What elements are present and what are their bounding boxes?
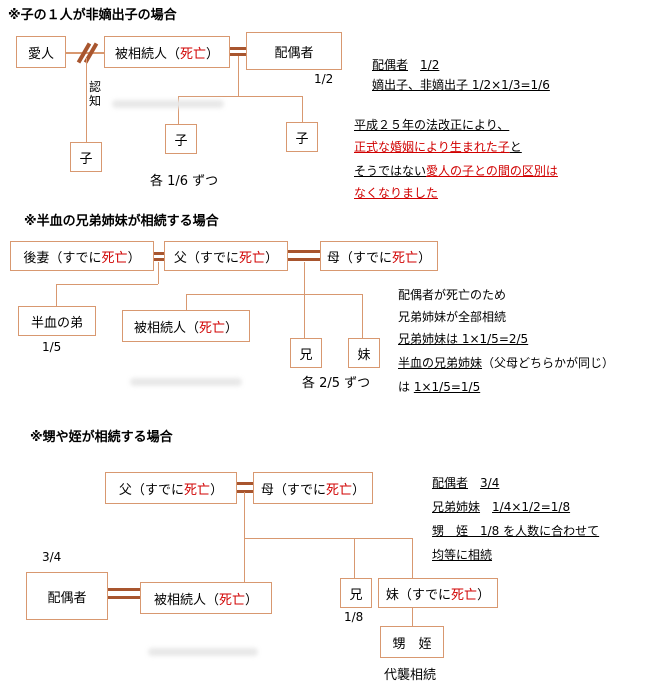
s1-note2: 嫡出子、非嫡出子 1/2×1/3=1/6 bbox=[372, 78, 550, 92]
half-drop-line bbox=[158, 262, 159, 284]
sister2-drop bbox=[362, 294, 363, 338]
section1-heading: ※子の１人が非嫡出子の場合 bbox=[8, 8, 177, 23]
mother3-label: 母（すでに死亡） bbox=[260, 482, 366, 498]
spouse3-box: 配偶者 bbox=[26, 572, 108, 620]
nephew-niece-box: 甥 姪 bbox=[380, 626, 444, 658]
parents3-drop bbox=[244, 492, 245, 538]
brother3-label: 兄 bbox=[349, 587, 363, 603]
spouse1-label: 配偶者 bbox=[274, 45, 314, 61]
brother3-drop bbox=[354, 538, 355, 578]
siblings2-share: 各 2/5 ずつ bbox=[302, 376, 371, 391]
child-illegit-box: 子 bbox=[70, 142, 102, 172]
half-child-drop bbox=[56, 284, 57, 306]
s1-note4: 正式な婚姻により生まれた子と bbox=[354, 140, 522, 154]
elder-brother-label: 兄 bbox=[299, 347, 313, 363]
half-brother-share: 1/5 bbox=[42, 340, 62, 354]
marriage-line-2b bbox=[288, 250, 320, 261]
elder-brother-box: 兄 bbox=[290, 338, 322, 368]
s2-note3: 兄弟姉妹は 1×1/5=2/5 bbox=[398, 332, 529, 346]
children1-share: 各 1/6 ずつ bbox=[150, 174, 219, 189]
spouse1-share: 1/2 bbox=[314, 72, 334, 86]
child1-label: 子 bbox=[174, 133, 188, 149]
half-brother-label: 半血の弟 bbox=[30, 315, 83, 331]
children1-bar bbox=[178, 96, 302, 97]
full-drop-line bbox=[304, 262, 305, 294]
sister3-box: 妹（すでに死亡） bbox=[378, 578, 498, 608]
father3-box: 父（すでに死亡） bbox=[105, 472, 237, 504]
decedent3-drop bbox=[244, 538, 245, 582]
marriage-line-1 bbox=[230, 47, 246, 56]
child-illegit-label: 子 bbox=[79, 151, 93, 167]
decedent3-label: 被相続人（死亡） bbox=[153, 592, 259, 608]
nephew-niece-label: 甥 姪 bbox=[392, 636, 432, 652]
younger-sister-label: 妹 bbox=[357, 347, 371, 363]
full-bar bbox=[186, 294, 362, 295]
blurred-text-1 bbox=[112, 100, 224, 108]
blurred-text-3 bbox=[148, 648, 258, 656]
blurred-text-2 bbox=[130, 378, 242, 386]
half-bar bbox=[56, 284, 158, 285]
brother3-share: 1/8 bbox=[344, 610, 364, 624]
s3-note3: 甥 姪 1/8 を人数に合わせて bbox=[432, 524, 600, 538]
children3-bar bbox=[244, 538, 412, 539]
spouse3-share: 3/4 bbox=[42, 550, 62, 564]
father2-box: 父（すでに死亡） bbox=[164, 241, 288, 271]
child2-drop bbox=[302, 96, 303, 122]
brother3-box: 兄 bbox=[340, 578, 372, 608]
marriage-line-2a bbox=[154, 252, 164, 261]
s3-note2: 兄弟姉妹 1/4×1/2=1/8 bbox=[432, 500, 571, 514]
s1-note1: 配偶者 1/2 bbox=[372, 58, 440, 72]
acknowledge-line bbox=[86, 58, 87, 142]
lover-box: 愛人 bbox=[16, 36, 66, 68]
substitute-inheritance: 代襲相続 bbox=[384, 668, 437, 683]
father2-label: 父（すでに死亡） bbox=[173, 250, 279, 266]
mother2-label: 母（すでに死亡） bbox=[326, 250, 432, 266]
s2-note2: 兄弟姉妹が全部相続 bbox=[398, 310, 507, 324]
decedent2-box: 被相続人（死亡） bbox=[122, 310, 250, 342]
child2-label: 子 bbox=[295, 131, 309, 147]
stepmother-label: 後妻（すでに死亡） bbox=[23, 250, 141, 266]
spouse1-box: 配偶者 bbox=[246, 32, 342, 70]
decedent3-box: 被相続人（死亡） bbox=[140, 582, 272, 614]
brother2-drop bbox=[304, 294, 305, 338]
lover-label: 愛人 bbox=[27, 46, 54, 62]
decedent1-label: 被相続人（死亡） bbox=[114, 46, 220, 62]
sister3-label: 妹（すでに死亡） bbox=[385, 587, 491, 603]
child2-box: 子 bbox=[286, 122, 318, 152]
half-brother-box: 半血の弟 bbox=[18, 306, 96, 336]
nephew-drop bbox=[412, 608, 413, 626]
s2-note4: 半血の兄弟姉妹（父母どちらかが同じ） bbox=[398, 356, 615, 370]
spouse3-label: 配偶者 bbox=[47, 590, 87, 606]
younger-sister-box: 妹 bbox=[348, 338, 380, 368]
father3-label: 父（すでに死亡） bbox=[118, 482, 224, 498]
child1-drop bbox=[178, 96, 179, 124]
s2-note1: 配偶者が死亡のため bbox=[398, 288, 507, 302]
s2-note5: は 1×1/5=1/5 bbox=[398, 380, 481, 394]
spouse1-drop-line bbox=[238, 56, 239, 96]
mother2-box: 母（すでに死亡） bbox=[320, 241, 438, 271]
sister3-drop bbox=[412, 538, 413, 578]
acknowledge-label: 認知 bbox=[88, 80, 101, 108]
s1-note6: なくなりました bbox=[354, 186, 439, 200]
decedent1-box: 被相続人（死亡） bbox=[104, 36, 230, 68]
mother3-box: 母（すでに死亡） bbox=[253, 472, 373, 504]
s1-note3: 平成２５年の法改正により、 bbox=[354, 118, 510, 132]
section2-heading: ※半血の兄弟姉妹が相続する場合 bbox=[24, 214, 219, 229]
s1-note5: そうではない愛人の子との間の区別は bbox=[354, 164, 558, 178]
stepmother-box: 後妻（すでに死亡） bbox=[10, 241, 154, 271]
marriage-line-3b bbox=[108, 588, 140, 599]
section3-heading: ※甥や姪が相続する場合 bbox=[30, 430, 173, 445]
s3-note1: 配偶者 3/4 bbox=[432, 476, 500, 490]
s3-note4: 均等に相続 bbox=[432, 548, 493, 562]
decedent2-label: 被相続人（死亡） bbox=[133, 320, 239, 336]
decedent2-drop bbox=[186, 294, 187, 310]
child1-box: 子 bbox=[165, 124, 197, 154]
marriage-line-3a bbox=[237, 482, 253, 493]
